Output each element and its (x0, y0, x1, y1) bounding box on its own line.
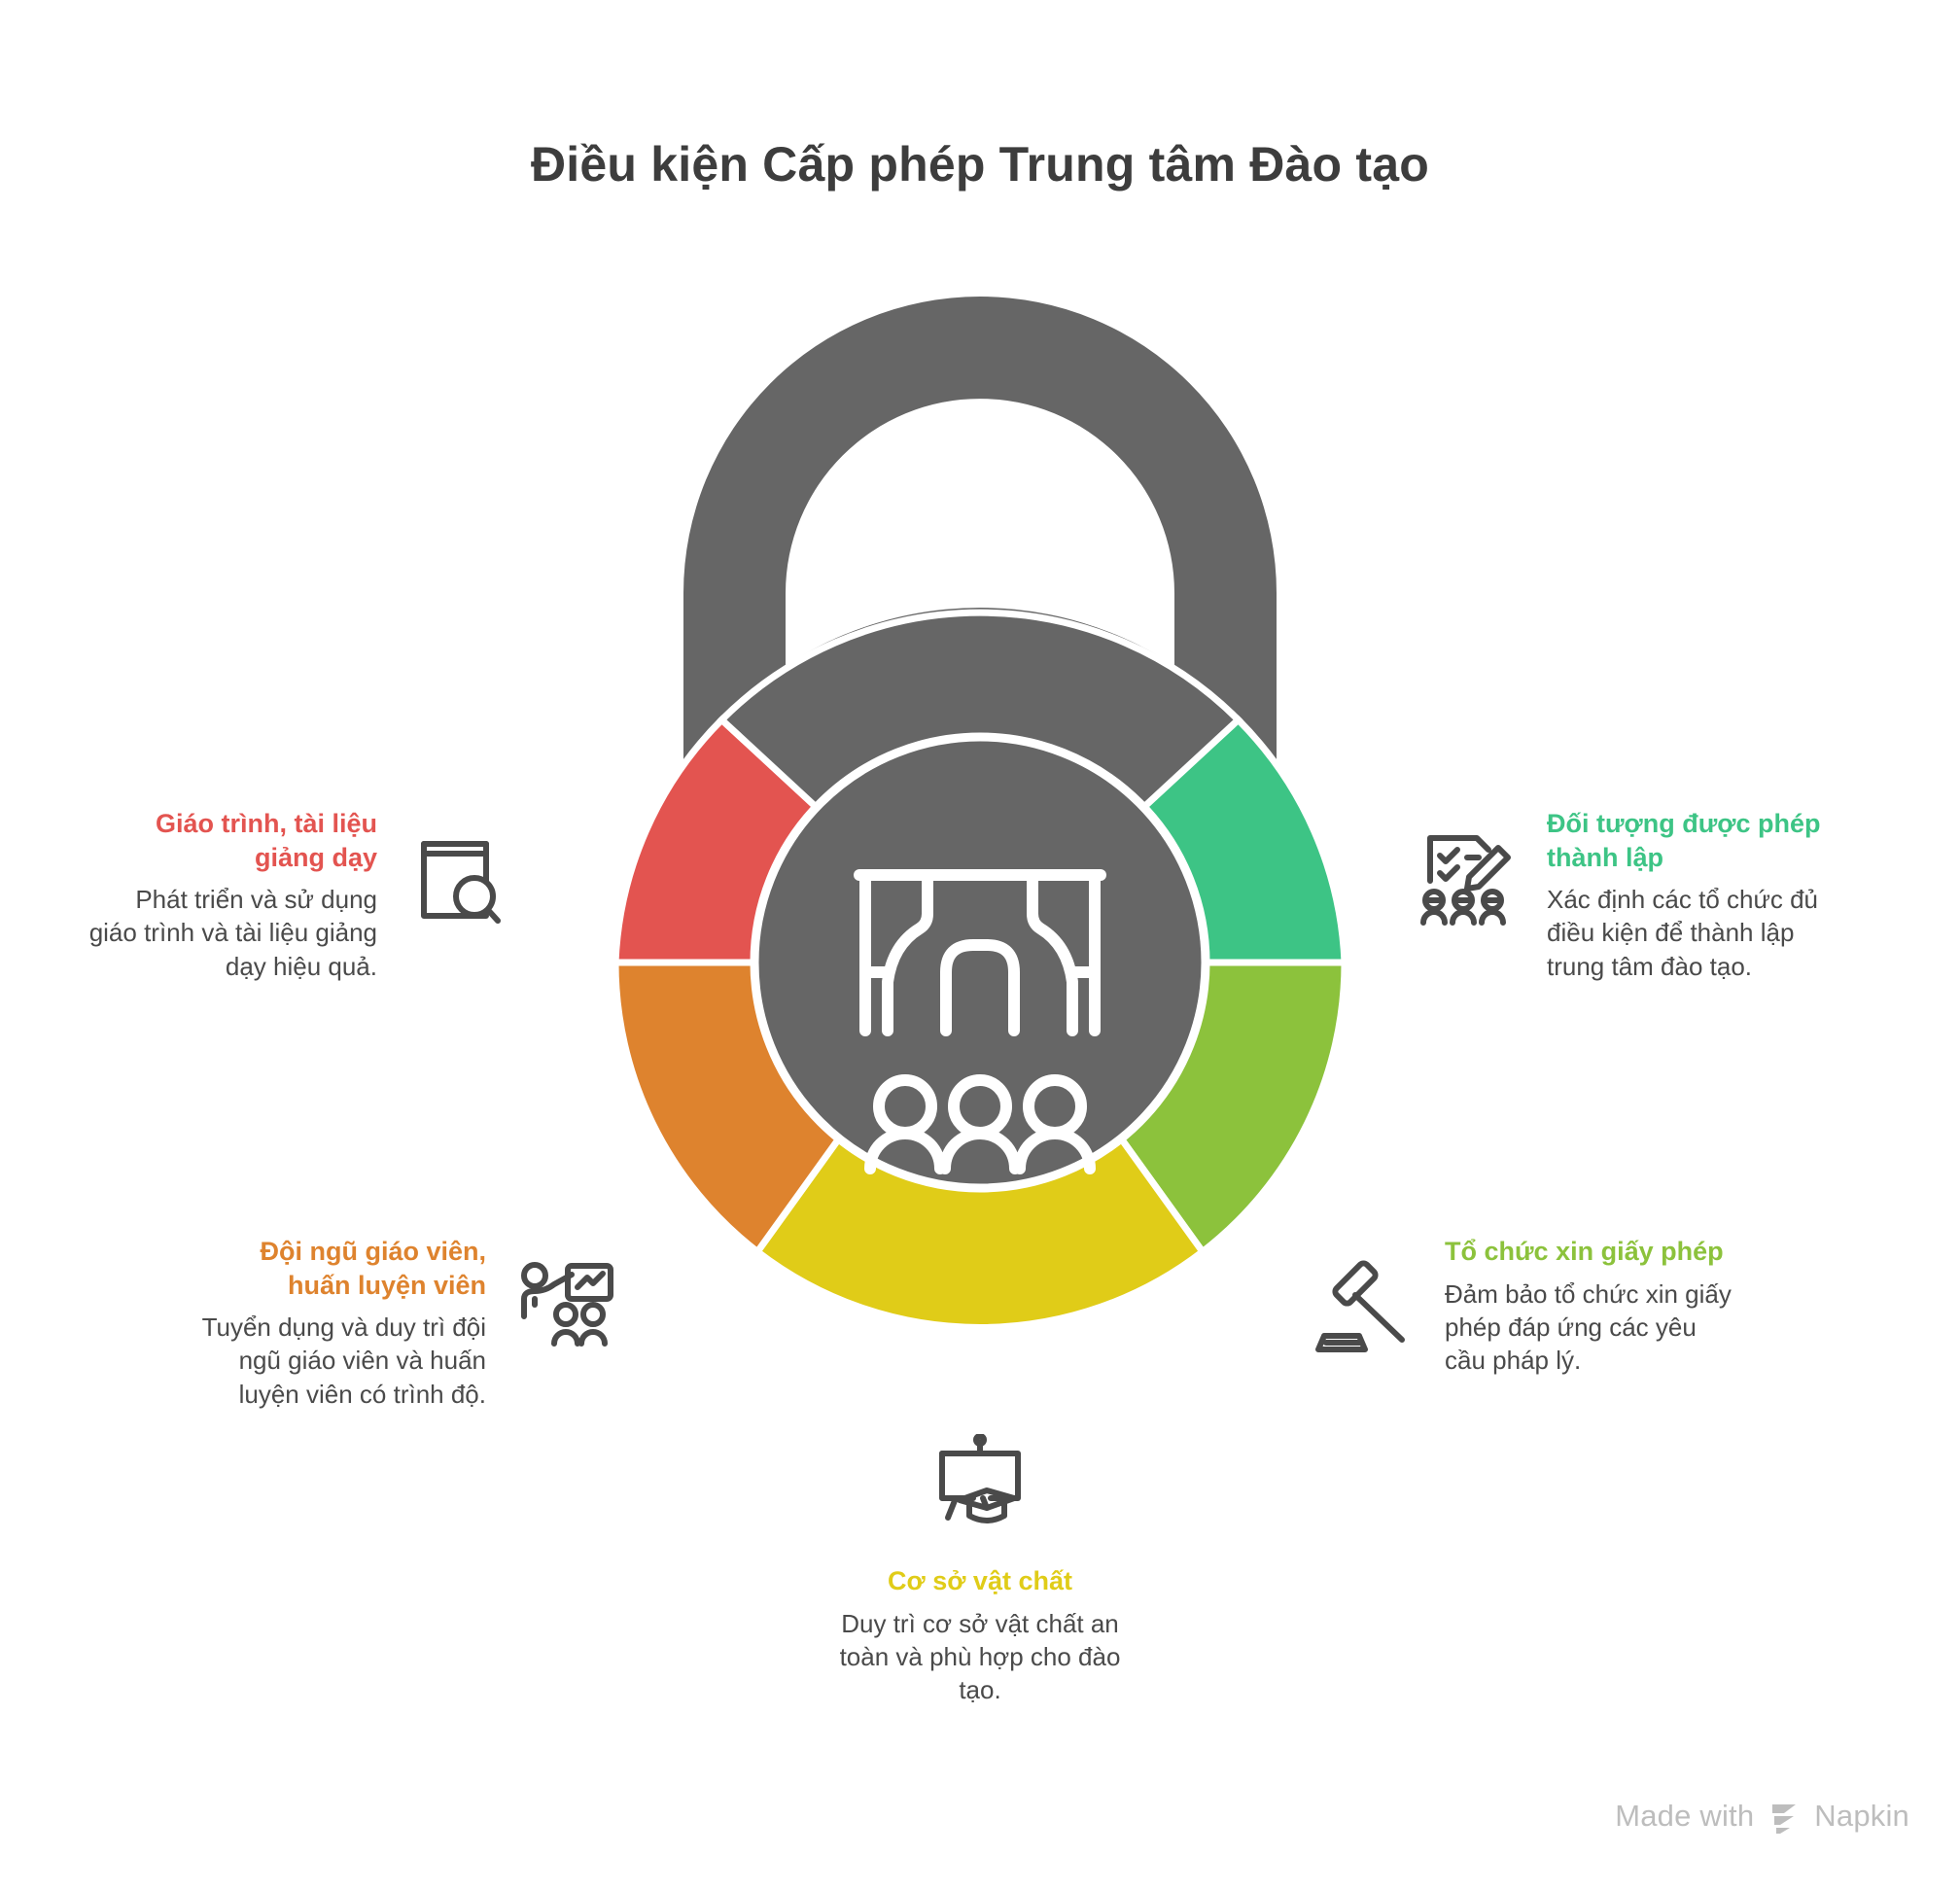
callout-teachers-heading: Đội ngũ giáo viên, huấn luyện viên (260, 1237, 486, 1300)
callout-facility-heading: Cơ sở vật chất (888, 1566, 1072, 1595)
callout-facility-body: Duy trì cơ sở vật chất an toàn và phù hợ… (839, 1608, 1121, 1705)
watermark-brand: Napkin (1814, 1799, 1909, 1833)
gavel-icon (1312, 1254, 1419, 1361)
callout-curriculum-heading: Giáo trình, tài liệu giảng dạy (155, 809, 377, 872)
watermark-prefix: Made with (1615, 1799, 1755, 1833)
classroom-institution-icon (854, 869, 1106, 1174)
checklist-people-icon (1415, 826, 1522, 933)
whiteboard-graduation-icon (927, 1434, 1033, 1541)
padlock-shackle (683, 297, 1277, 817)
book-search-icon (402, 826, 509, 933)
callout-eligible-text: Đối tượng được phép thành lập Xác định c… (1547, 807, 1838, 983)
napkin-logo-icon (1767, 1799, 1802, 1834)
callout-license-heading: Tổ chức xin giấy phép (1445, 1237, 1724, 1266)
callout-license-text: Tổ chức xin giấy phép Đảm bảo tổ chức xi… (1445, 1235, 1736, 1377)
callout-curriculum-body: Phát triển và sử dụng giáo trình và tài … (88, 885, 377, 981)
callout-teachers: Đội ngũ giáo viên, huấn luyện viên Tuyển… (194, 1235, 618, 1411)
callout-eligible-body: Xác định các tổ chức đủ điều kiện để thà… (1547, 885, 1819, 981)
callout-facility: Cơ sở vật chất Duy trì cơ sở vật chất an… (820, 1434, 1140, 1706)
callout-facility-text: Cơ sở vật chất Duy trì cơ sở vật chất an… (820, 1564, 1140, 1706)
callout-eligible: Đối tượng được phép thành lập Xác định c… (1415, 807, 1838, 983)
callout-license-body: Đảm bảo tổ chức xin giấy phép đáp ứng cá… (1445, 1278, 1732, 1376)
teacher-presentation-icon (511, 1254, 618, 1361)
napkin-watermark: Made with Napkin (1615, 1799, 1909, 1834)
padlock-wheel-graphic (504, 292, 1456, 1410)
page-title: Điều kiện Cấp phép Trung tâm Đào tạo (531, 137, 1429, 192)
callout-eligible-heading: Đối tượng được phép thành lập (1547, 809, 1821, 872)
callout-license: Tổ chức xin giấy phép Đảm bảo tổ chức xi… (1312, 1235, 1736, 1377)
padlock-center-hub (750, 732, 1210, 1193)
callout-curriculum-text: Giáo trình, tài liệu giảng dạy Phát triể… (86, 807, 377, 983)
callout-teachers-text: Đội ngũ giáo viên, huấn luyện viên Tuyển… (194, 1235, 486, 1411)
callout-teachers-body: Tuyển dụng và duy trì đội ngũ giáo viên … (201, 1312, 486, 1409)
callout-curriculum: Giáo trình, tài liệu giảng dạy Phát triể… (86, 807, 509, 983)
